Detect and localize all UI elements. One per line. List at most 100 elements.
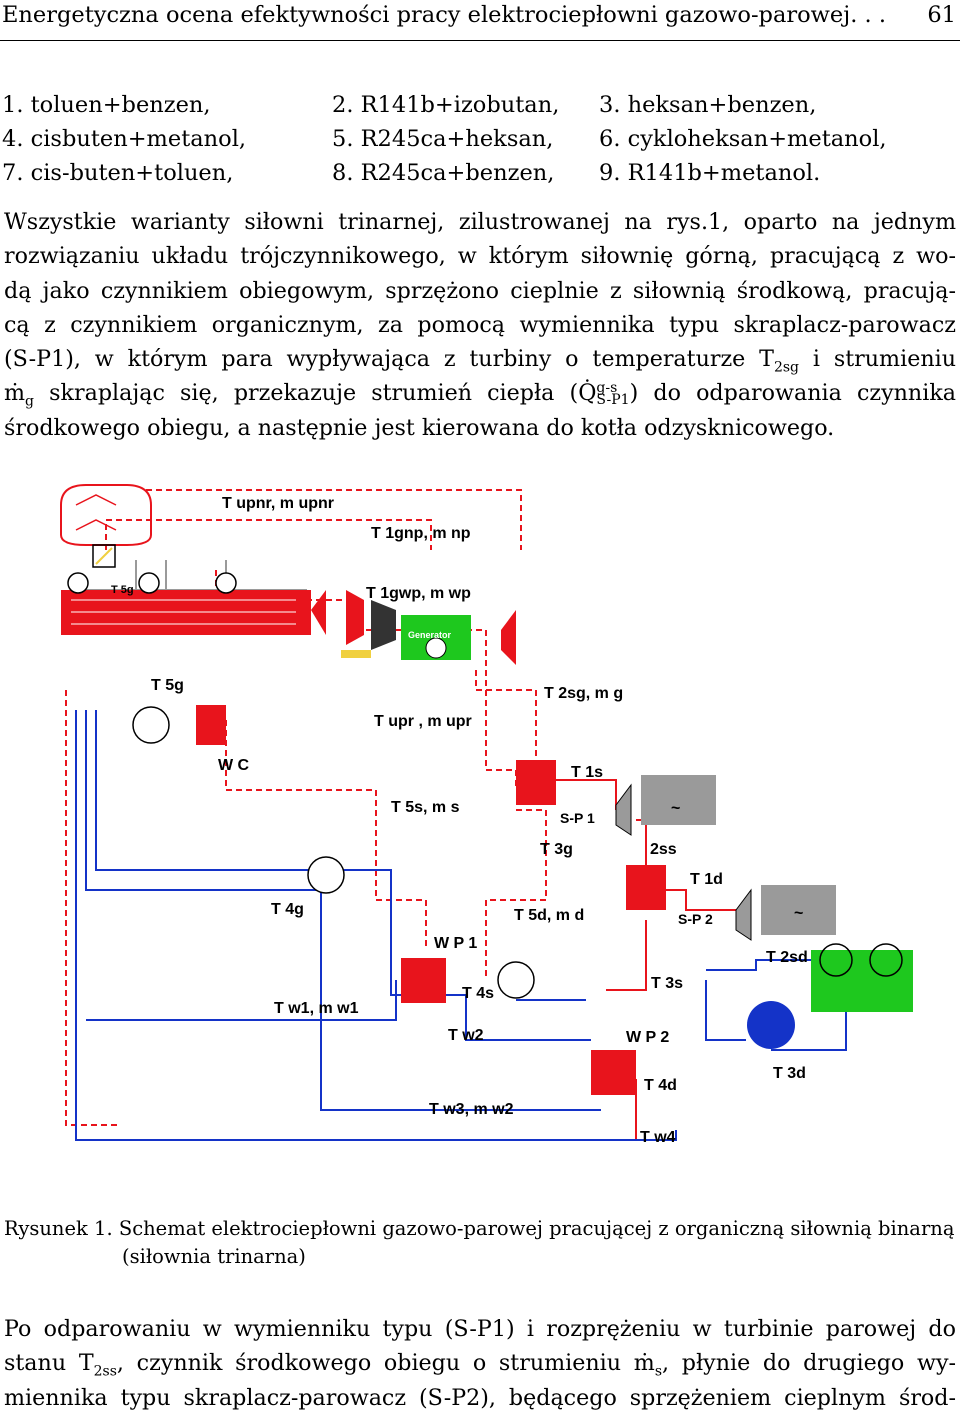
subscript: s bbox=[654, 1363, 663, 1380]
valve-indicator bbox=[95, 547, 113, 565]
text-line: miennika typu skraplacz-parowacz (S-P2),… bbox=[4, 1384, 956, 1411]
text-run: i strumieniu bbox=[799, 346, 956, 373]
list-row: 1. toluen+benzen, 2. R141b+izobutan, 3. … bbox=[0, 92, 960, 126]
label-2ss: 2ss bbox=[650, 841, 677, 858]
text-line: (S-P1), w którym para wypływająca z turb… bbox=[4, 342, 956, 376]
label-wc: W C bbox=[218, 757, 250, 774]
label-w2: T w2 bbox=[448, 1027, 484, 1044]
label-sp2: S-P 2 bbox=[678, 911, 713, 927]
label-5g-b: T 5g bbox=[151, 677, 184, 694]
pipe-3s bbox=[606, 920, 647, 991]
running-title: Energetyczna ocena efektywności pracy el… bbox=[2, 2, 886, 28]
label-tilde-2: ~ bbox=[794, 905, 803, 922]
list-item: 3. heksan+benzen, bbox=[599, 92, 817, 118]
list-item: 2. R141b+izobutan, bbox=[332, 92, 560, 118]
turbine-organic-2 bbox=[735, 888, 752, 941]
pipe-5g bbox=[65, 690, 121, 1126]
label-5d: T 5d, m d bbox=[514, 907, 584, 924]
figure-caption: Rysunek 1. Schemat elektrociepłowni gazo… bbox=[4, 1215, 959, 1271]
pump-icon bbox=[215, 572, 237, 594]
list-item: 4. cisbuten+metanol, bbox=[2, 126, 247, 152]
label-3s: T 3s bbox=[651, 975, 683, 992]
text-run: stanu T bbox=[4, 1350, 94, 1377]
cooling-tower bbox=[861, 950, 913, 1012]
wc-exchanger bbox=[196, 705, 226, 745]
label-w1: T w1, m w1 bbox=[274, 1000, 359, 1017]
list-row: 7. cis-buten+toluen, 8. R245ca+benzen, 9… bbox=[0, 160, 960, 194]
label-generator: Generator bbox=[408, 630, 452, 640]
list-item: 5. R245ca+heksan, bbox=[332, 126, 554, 152]
subscript: g bbox=[25, 393, 35, 410]
shaft-coupling bbox=[341, 650, 371, 658]
page-number: 61 bbox=[927, 2, 956, 28]
label-wp1: W P 1 bbox=[434, 935, 477, 952]
label-3d: T 3d bbox=[773, 1065, 806, 1082]
symbol: Q̇ bbox=[578, 380, 597, 407]
sp2-exchanger bbox=[626, 865, 666, 910]
diagram-labels: T upnr, m upnr T 1gnp, m np T 5g T 1gwp,… bbox=[111, 495, 808, 1146]
label-tilde-1: ~ bbox=[671, 800, 680, 817]
text-run: , czynnik środkowego obiegu o strumieniu bbox=[116, 1350, 634, 1377]
steam-turbine-hp bbox=[501, 610, 516, 665]
tower-fan bbox=[819, 943, 853, 977]
label-4d: T 4d bbox=[644, 1077, 677, 1094]
fluid-list: 1. toluen+benzen, 2. R141b+izobutan, 3. … bbox=[0, 92, 960, 194]
label-4g: T 4g bbox=[271, 901, 304, 918]
label-upr: T upr , m upr bbox=[374, 713, 472, 730]
pipe-upr bbox=[225, 720, 427, 950]
pump-icon bbox=[132, 706, 170, 744]
pipe-1s bbox=[546, 779, 617, 810]
symbol: ṁ bbox=[4, 380, 26, 407]
turbine-gas-exhaust bbox=[346, 590, 364, 645]
text-run: ) do odparowania czynnika bbox=[629, 380, 956, 407]
pump-icon bbox=[497, 961, 535, 999]
list-item: 8. R245ca+benzen, bbox=[332, 160, 555, 186]
pipe-2sd bbox=[706, 959, 846, 971]
label-2sg: T 2sg, m g bbox=[544, 685, 623, 702]
wp2-exchanger bbox=[591, 1050, 636, 1095]
paragraph-1: Wszystkie warianty siłowni trinarnej, zi… bbox=[4, 205, 956, 445]
wp1-exchanger bbox=[401, 958, 446, 1003]
label-1gwp: T 1gwp, m wp bbox=[366, 585, 471, 602]
text-line: Wszystkie warianty siłowni trinarnej, zi… bbox=[4, 209, 956, 235]
sp1-exchanger bbox=[516, 760, 556, 805]
label-1s: T 1s bbox=[571, 764, 603, 781]
pump-icon bbox=[307, 856, 345, 894]
label-2sd: T 2sd bbox=[766, 949, 808, 966]
diffuser bbox=[311, 590, 326, 635]
list-item: 7. cis-buten+toluen, bbox=[2, 160, 234, 186]
caption-line: (siłownia trinarna) bbox=[122, 1245, 306, 1268]
cooling-tower bbox=[811, 950, 863, 1012]
burner-symbol bbox=[75, 494, 117, 531]
label-4s: T 4s bbox=[462, 985, 494, 1002]
text-line: rozwiązaniu układu trójczynnikowego, w k… bbox=[4, 243, 956, 270]
label-5s: T 5s, m s bbox=[391, 799, 460, 816]
label-w4: T w4 bbox=[640, 1129, 676, 1146]
pipe-2sg bbox=[475, 670, 537, 760]
superscript: g-s bbox=[596, 380, 618, 397]
text-line: stanu T2ss, czynnik środkowego obiegu o … bbox=[4, 1346, 956, 1380]
text-line: cą z czynnikiem organicznym, za pomocą w… bbox=[4, 311, 956, 338]
condenser bbox=[747, 1001, 795, 1049]
text-run: , płynie do drugiego wy- bbox=[662, 1350, 957, 1377]
pipe-w1 bbox=[86, 980, 397, 1021]
label-wp2: W P 2 bbox=[626, 1029, 669, 1046]
list-row: 4. cisbuten+metanol, 5. R245ca+heksan, 6… bbox=[0, 126, 960, 160]
tower-fan bbox=[869, 943, 903, 977]
combustion-chamber bbox=[60, 484, 152, 546]
label-3g: T 3g bbox=[540, 841, 573, 858]
label-1gnp: T 1gnp, m np bbox=[371, 525, 471, 542]
label-1d: T 1d bbox=[690, 871, 723, 888]
plant-schematic: T upnr, m upnr T 1gnp, m np T 5g T 1gwp,… bbox=[60, 484, 913, 1146]
list-item: 9. R141b+metanol. bbox=[599, 160, 821, 186]
text-run: (S-P1), w którym para wypływająca z turb… bbox=[4, 346, 774, 373]
label-sp1: S-P 1 bbox=[560, 810, 595, 826]
list-item: 1. toluen+benzen, bbox=[2, 92, 211, 118]
compressor-icon bbox=[371, 600, 396, 650]
hrsg-coils bbox=[71, 599, 296, 625]
symbol: ṁ bbox=[633, 1350, 655, 1377]
pipe-upnr bbox=[146, 489, 522, 550]
label-upnr: T upnr, m upnr bbox=[222, 495, 334, 512]
label-w3: T w3, m w2 bbox=[429, 1101, 514, 1118]
